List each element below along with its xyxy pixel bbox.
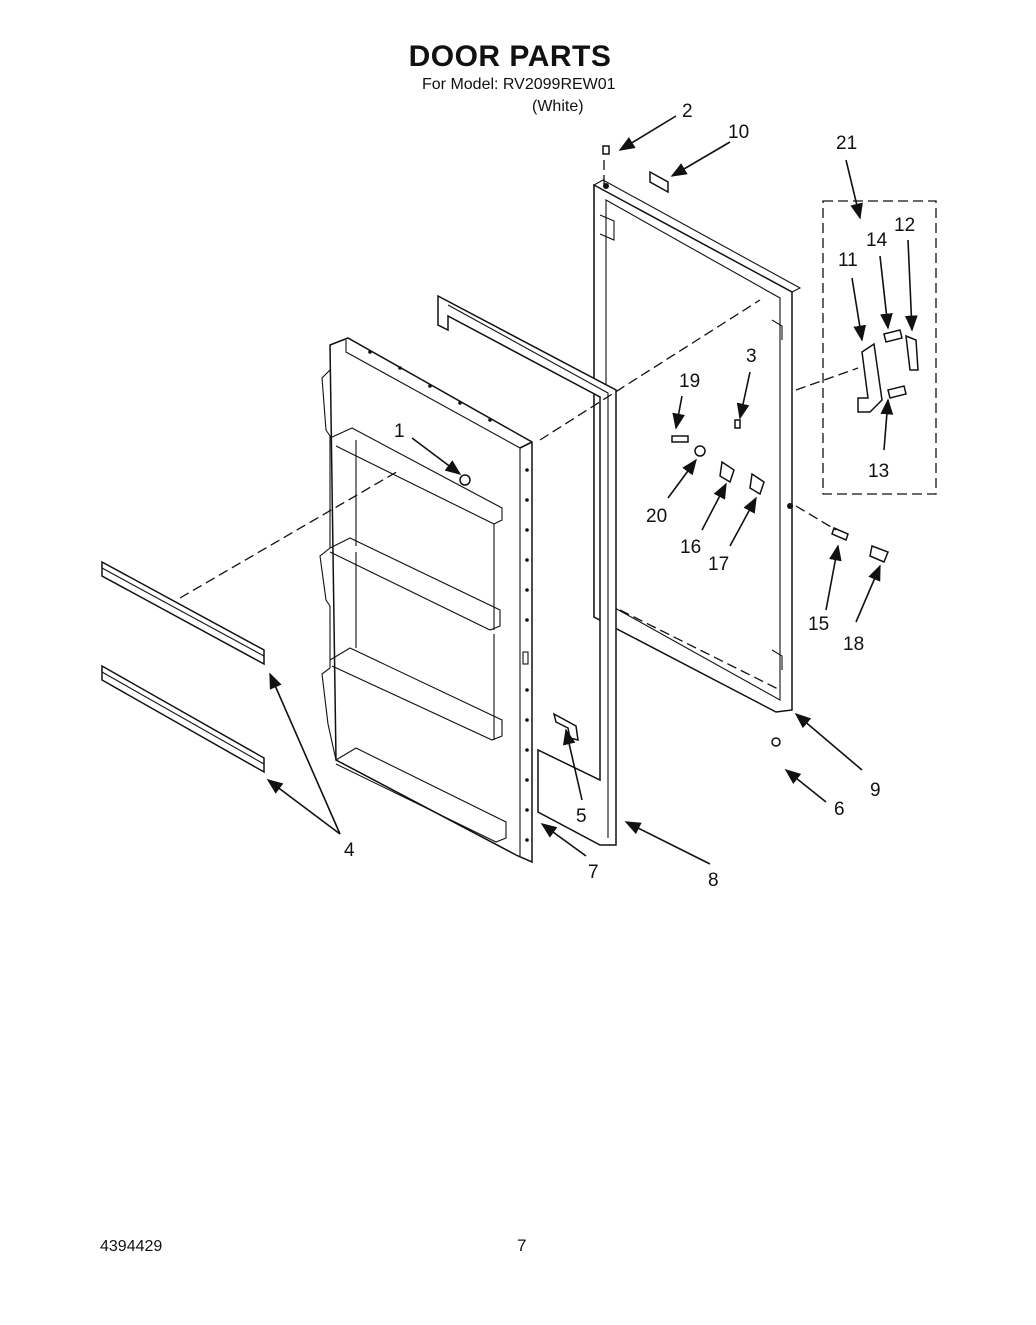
callout-16: 16 xyxy=(680,537,701,558)
callout-11: 11 xyxy=(838,250,858,271)
inner-door-liner xyxy=(319,337,533,864)
callout-13: 13 xyxy=(868,461,889,482)
callout-14: 14 xyxy=(866,230,888,251)
callout-15: 15 xyxy=(808,614,829,635)
bracket-5 xyxy=(552,712,579,741)
callout-10: 10 xyxy=(728,122,749,143)
label-10 xyxy=(649,170,669,194)
stop-16 xyxy=(719,460,735,484)
assembly-lines xyxy=(179,160,859,691)
callout-21: 21 xyxy=(836,133,857,154)
document-number: 4394429 xyxy=(100,1238,163,1255)
clip-3 xyxy=(734,419,741,429)
callout-8: 8 xyxy=(708,870,719,891)
shelf-bar-upper xyxy=(101,560,265,666)
callout-labels: 2 10 21 12 14 11 3 19 1 13 20 16 17 15 1… xyxy=(344,101,915,891)
callout-3: 3 xyxy=(746,346,757,367)
callout-1: 1 xyxy=(394,421,405,442)
callout-18: 18 xyxy=(843,634,864,655)
rail-holes xyxy=(525,468,529,842)
screw-15 xyxy=(831,526,849,542)
color-line: (White) xyxy=(532,98,584,115)
stop-17 xyxy=(749,472,765,496)
outer-door-panel xyxy=(593,179,802,713)
callout-20: 20 xyxy=(646,506,667,527)
shelf-bar-lower xyxy=(101,664,265,774)
callout-4: 4 xyxy=(344,840,355,861)
washer-20 xyxy=(694,445,706,457)
handle-cap-18 xyxy=(869,544,889,563)
nut-6 xyxy=(771,737,781,747)
door-gasket xyxy=(437,294,617,846)
page-number: 7 xyxy=(517,1236,527,1255)
callout-7: 7 xyxy=(588,862,599,883)
screw-19 xyxy=(671,435,689,443)
callout-5: 5 xyxy=(576,806,587,827)
callout-2: 2 xyxy=(682,101,693,122)
screw-2 xyxy=(602,145,610,155)
callout-17: 17 xyxy=(708,554,729,575)
page-title: DOOR PARTS xyxy=(408,40,612,73)
hinge-assembly xyxy=(822,200,937,495)
model-line: For Model: RV2099REW01 xyxy=(422,76,616,93)
callout-12: 12 xyxy=(894,215,915,236)
cap-1 xyxy=(459,474,471,486)
callout-19: 19 xyxy=(679,371,700,392)
callout-9: 9 xyxy=(870,780,881,801)
leader-arrows xyxy=(266,115,918,865)
callout-6: 6 xyxy=(834,799,845,820)
